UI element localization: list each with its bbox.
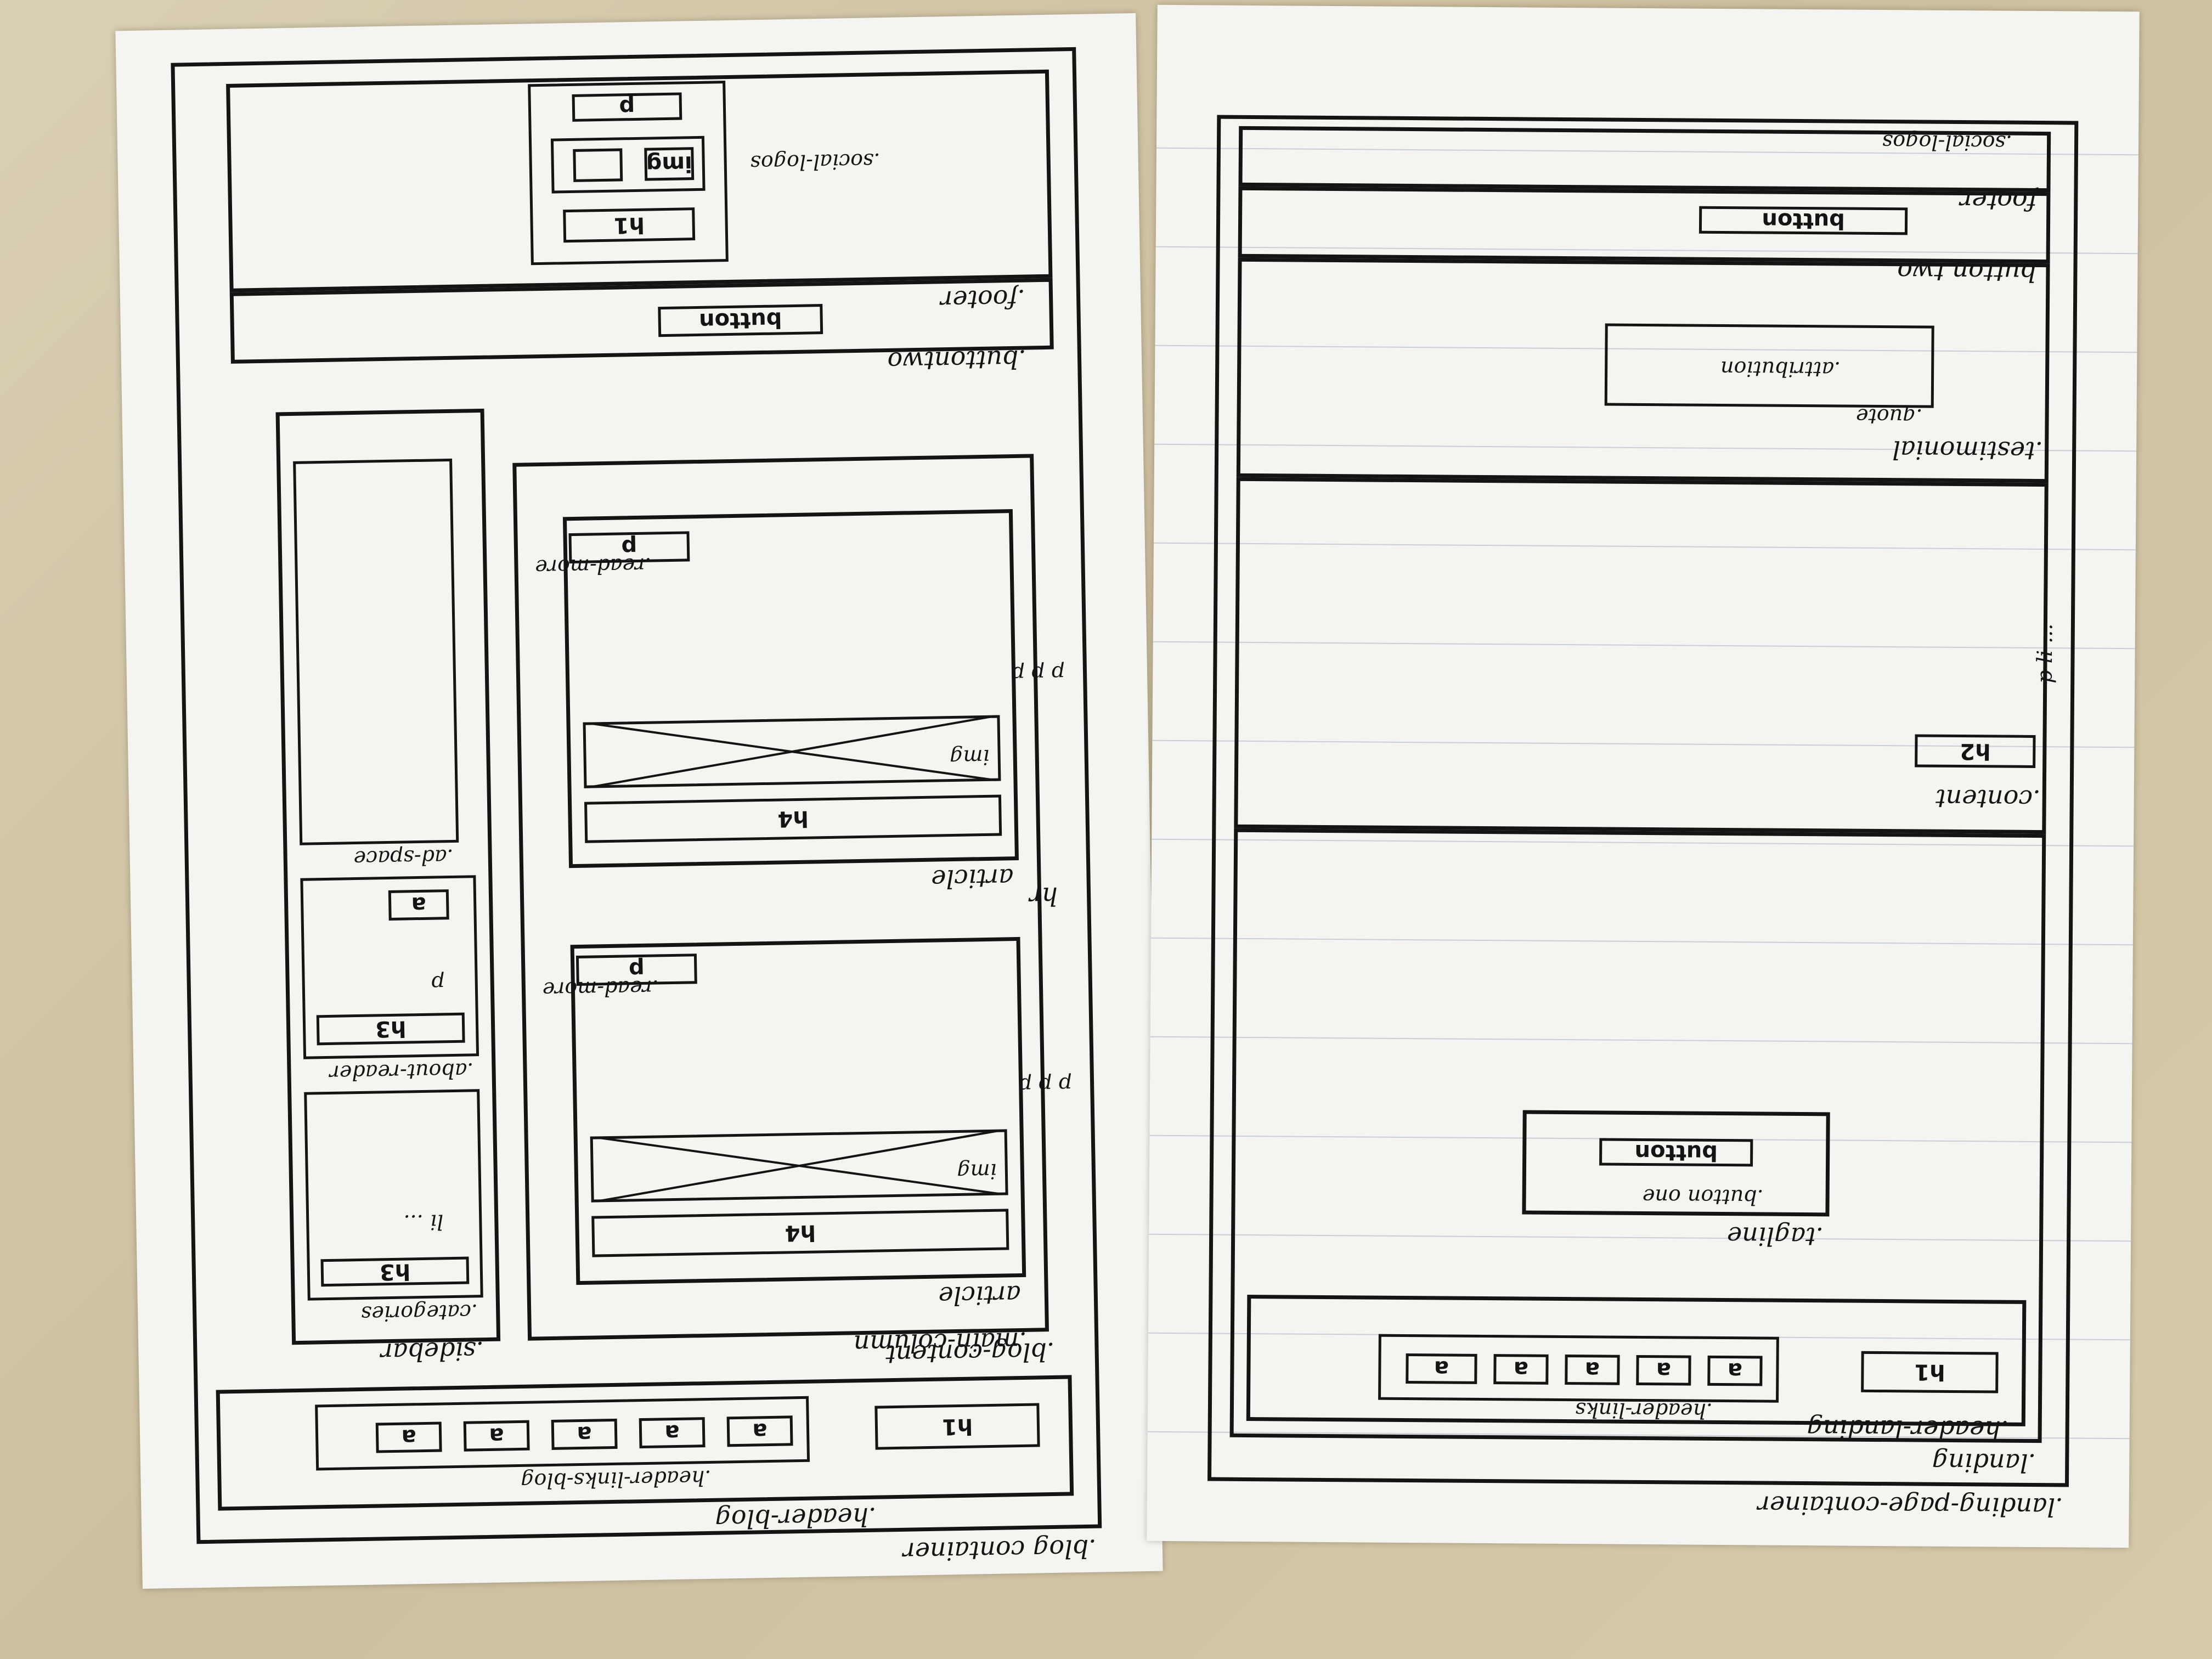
header-links-blog-label: .header-links-blog	[520, 1465, 712, 1493]
buttontwo-label: .buttontwo	[887, 344, 1027, 376]
article-1-img-label: img	[956, 1159, 997, 1184]
about-reader-p: p	[431, 971, 445, 996]
categories-h3: h3	[320, 1256, 470, 1287]
header-link: a	[1636, 1355, 1691, 1386]
article-2-img-cross	[583, 715, 1001, 788]
attribution-label: .attribution	[1720, 356, 1841, 382]
landing-wireframe-sheet: .landing-page-container .landing .header…	[1147, 4, 2140, 1548]
header-link: a	[1406, 1353, 1477, 1384]
article-1-read-more-p: p	[575, 953, 697, 986]
about-reader-a: a	[388, 889, 449, 921]
header-h1-box: h1	[874, 1403, 1040, 1450]
article-2-read-more-p: p	[568, 531, 690, 564]
footer-label: .footer	[1960, 186, 2045, 217]
about-reader-label: .about-reader	[329, 1058, 474, 1085]
header-link: a	[1565, 1355, 1620, 1385]
nav-link: a	[726, 1415, 793, 1447]
blog-wireframe-sheet: .blog container .header-blog .header-lin…	[115, 13, 1163, 1589]
footer-img-2	[573, 148, 623, 182]
nav-link: a	[551, 1418, 618, 1450]
footer-img: img	[644, 147, 695, 181]
ad-space-label: .ad-space	[353, 844, 454, 871]
nav-link: a	[375, 1421, 442, 1453]
main-column-label: .main-column	[853, 1326, 1028, 1359]
article-1-label: article	[938, 1279, 1022, 1311]
content-h2: h2	[1915, 734, 2036, 768]
categories-label: .categories	[360, 1300, 478, 1326]
button-two-label: .button two	[1897, 257, 2045, 288]
header-blog-label: .header-blog	[715, 1502, 877, 1534]
footer-label: .footer	[940, 284, 1026, 315]
header-link: a	[1493, 1354, 1549, 1385]
nav-link: a	[463, 1420, 530, 1452]
content-label: .content	[1936, 783, 2041, 815]
content-box	[1234, 477, 2049, 834]
button-one-label: .button one	[1642, 1184, 1764, 1210]
blog-container-label: .blog container	[902, 1533, 1097, 1567]
footer-h1: h1	[563, 207, 696, 243]
header-landing-label: .header-landing	[1807, 1414, 2009, 1445]
tagline-label: .tagline	[1726, 1221, 1824, 1252]
button-two-button: button	[1699, 206, 1908, 235]
content-text: p li ...	[2032, 623, 2057, 684]
header-landing-h1: h1	[1861, 1351, 1999, 1393]
hr-label: hr	[1029, 881, 1058, 912]
sidebar-label: .sidebar	[380, 1336, 484, 1368]
about-reader-h3: h3	[316, 1012, 465, 1046]
article-2-paragraphs: p p p	[1011, 661, 1065, 687]
social-logos-label: .social-logos	[1882, 130, 2013, 155]
testimonial-label: .testimonial	[1892, 435, 2044, 466]
header-link: a	[1707, 1355, 1763, 1386]
ad-space-box	[293, 458, 459, 845]
landing-container-label: .landing-page-container	[1757, 1490, 2063, 1522]
article-1-paragraphs: p p p	[1018, 1073, 1073, 1098]
footer-p: p	[572, 92, 682, 122]
header-links-label: .header-links	[1575, 1398, 1713, 1423]
categories-list: li ...	[403, 1210, 444, 1235]
article-2-img-label: img	[949, 744, 990, 770]
article-1-h4: h4	[591, 1209, 1009, 1257]
button-one-button: button	[1599, 1138, 1753, 1167]
article-1-img-cross	[590, 1129, 1008, 1203]
social-logos-label: .social-logos	[750, 149, 881, 176]
quote-label: .quote	[1855, 404, 1923, 429]
article-2-h4: h4	[584, 794, 1002, 843]
article-2-label: article	[930, 863, 1014, 894]
button-two-box	[1238, 186, 2051, 264]
nav-link: a	[639, 1417, 706, 1449]
landing-label: .landing	[1932, 1447, 2036, 1479]
buttontwo-button: button	[658, 304, 823, 337]
